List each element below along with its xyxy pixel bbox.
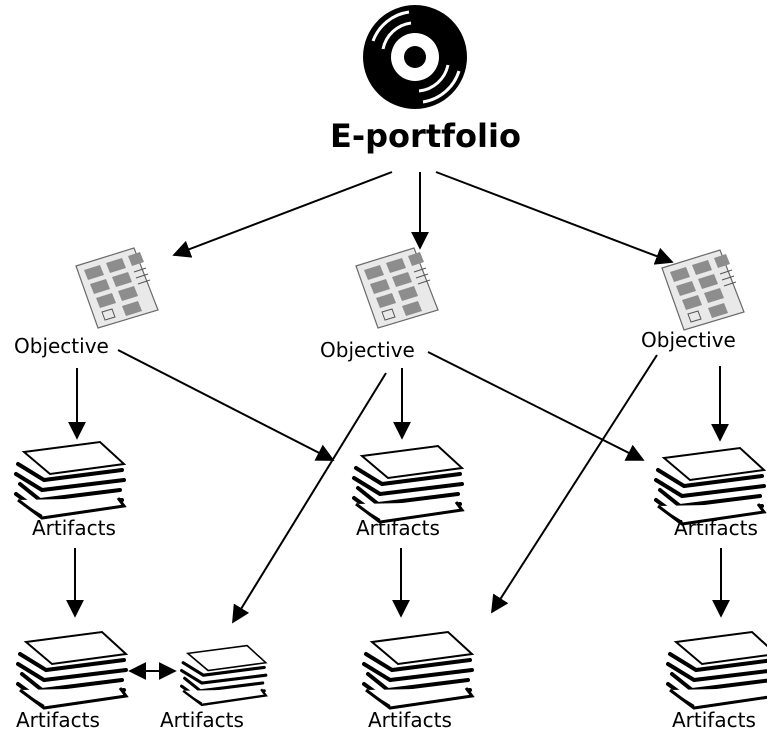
paper-stack-icon <box>179 643 268 707</box>
artifacts-label: Artifacts <box>674 516 758 540</box>
edge-root-objective-1 <box>172 171 393 258</box>
artifacts-label: Artifacts <box>356 516 440 540</box>
edge-objective-1-artifact-2 <box>117 349 335 461</box>
objective-sheet-icon <box>355 247 439 329</box>
paper-stack-icon <box>654 446 766 526</box>
objective-label: Objective <box>320 338 415 362</box>
edge-objective-2-artifact-3 <box>427 351 645 461</box>
diagram-title: E-portfolio <box>330 117 521 155</box>
paper-stack-icon <box>666 630 767 710</box>
paper-stack-icon <box>362 630 474 710</box>
paper-stack-icon <box>352 444 464 524</box>
edge-root-objective-3 <box>435 171 674 265</box>
artifacts-label: Artifacts <box>32 516 116 540</box>
objective-sheet-icon <box>661 249 745 331</box>
artifacts-label: Artifacts <box>160 708 244 732</box>
paper-stack-icon <box>14 440 126 520</box>
artifacts-label: Artifacts <box>16 708 100 732</box>
artifacts-label: Artifacts <box>368 708 452 732</box>
edge-objective-3-artifact-6 <box>491 354 658 614</box>
disc-icon <box>363 5 467 109</box>
objective-label: Objective <box>14 334 109 358</box>
objective-label: Objective <box>641 328 736 352</box>
edge-objective-2-artifact-5 <box>232 372 387 624</box>
objective-sheet-icon <box>75 247 159 329</box>
artifacts-label: Artifacts <box>672 708 756 732</box>
paper-stack-icon <box>16 630 128 710</box>
